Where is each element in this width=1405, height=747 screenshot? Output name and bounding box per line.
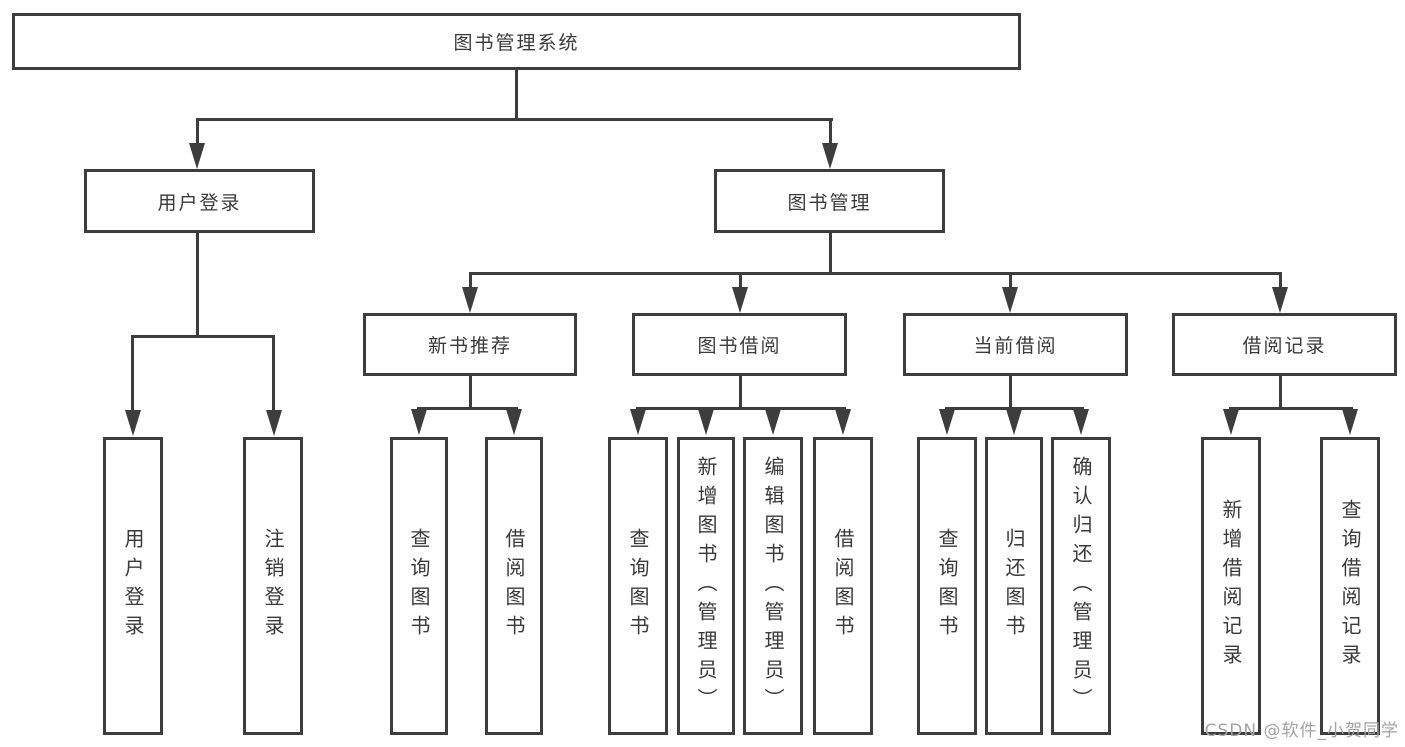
arrow-down-icon	[630, 409, 646, 435]
arrow-down-icon	[835, 409, 851, 435]
leaf-label: 借阅图书	[831, 528, 855, 644]
leaf-label: 确认归还（管理员）	[1069, 455, 1093, 717]
leaf-label: 用户登录	[121, 528, 145, 644]
arrow-down-icon	[506, 409, 522, 435]
connector-user-login-bar	[131, 335, 275, 338]
arrow-down-icon	[462, 287, 478, 313]
connector-current-borrow-bar	[945, 407, 1084, 410]
node-borrow-record: 借阅记录	[1172, 313, 1397, 376]
arrow-down-icon	[732, 287, 748, 313]
node-book-borrow: 图书借阅	[632, 313, 847, 376]
arrow-down-icon	[1073, 409, 1089, 435]
arrow-down-icon	[1002, 287, 1018, 313]
leaf-confirm-return-admin: 确认归还（管理员）	[1051, 437, 1111, 735]
connector-borrow-record-bar	[1229, 407, 1353, 410]
leaf-query-borrow-record: 查询借阅记录	[1320, 437, 1380, 735]
leaf-user-login: 用户登录	[103, 437, 163, 735]
connector-root-bar	[196, 118, 833, 121]
node-root-label: 图书管理系统	[453, 32, 580, 54]
leaf-label: 查询图书	[407, 528, 431, 644]
connector-new-book-bar	[417, 407, 518, 410]
leaf-label: 归还图书	[1002, 528, 1026, 644]
arrow-down-icon	[266, 410, 282, 436]
node-book-management-label: 图书管理	[787, 191, 872, 214]
leaf-label: 借阅图书	[502, 528, 526, 644]
leaf-edit-book-admin: 编辑图书（管理员）	[743, 437, 803, 735]
leaf-add-borrow-record: 新增借阅记录	[1201, 437, 1261, 735]
node-user-login: 用户登录	[84, 169, 315, 233]
node-current-borrow-label: 当前借阅	[973, 335, 1058, 357]
arrow-down-icon	[125, 410, 141, 436]
node-current-borrow: 当前借阅	[903, 313, 1128, 376]
connector-user-login-trunk	[196, 233, 199, 337]
connector-root-trunk	[515, 69, 518, 121]
connector-drop-login-leaf	[131, 335, 134, 412]
leaf-borrow-books-recommend: 借阅图书	[485, 437, 543, 735]
connector-drop-current-borrow	[1009, 272, 1012, 289]
node-book-management: 图书管理	[714, 169, 945, 233]
leaf-label: 查询图书	[935, 528, 959, 644]
connector-book-borrow-trunk	[739, 376, 742, 409]
connector-book-management-bar	[469, 272, 1282, 275]
connector-book-management-trunk	[829, 233, 832, 274]
arrow-down-icon	[411, 409, 427, 435]
arrow-down-icon	[698, 409, 714, 435]
leaf-logout: 注销登录	[243, 437, 303, 735]
node-book-borrow-label: 图书借阅	[697, 335, 782, 357]
arrow-down-icon	[1342, 409, 1358, 435]
connector-drop-borrow-record	[1279, 272, 1282, 289]
arrow-down-icon	[765, 409, 781, 435]
leaf-query-books-current: 查询图书	[917, 437, 977, 735]
leaf-label: 新增借阅记录	[1219, 499, 1243, 673]
watermark: CSDN @软件_小贺同学	[1204, 721, 1399, 741]
connector-borrow-record-trunk	[1279, 376, 1282, 409]
leaf-label: 编辑图书（管理员）	[761, 455, 785, 717]
leaf-add-book-admin: 新增图书（管理员）	[677, 437, 735, 735]
node-user-login-label: 用户登录	[157, 191, 242, 214]
leaf-borrow-books: 借阅图书	[813, 437, 873, 735]
leaf-return-books: 归还图书	[985, 437, 1043, 735]
connector-drop-user-login	[196, 118, 199, 146]
connector-drop-new-book	[469, 272, 472, 289]
arrow-down-icon	[1272, 287, 1288, 313]
leaf-label: 新增图书（管理员）	[694, 455, 718, 717]
arrow-down-icon	[822, 143, 838, 169]
node-root: 图书管理系统	[12, 13, 1021, 70]
leaf-query-books-recommend: 查询图书	[390, 437, 448, 735]
arrow-down-icon	[189, 143, 205, 169]
arrow-down-icon	[1006, 409, 1022, 435]
arrow-down-icon	[939, 409, 955, 435]
leaf-query-books-borrow: 查询图书	[608, 437, 668, 735]
connector-drop-logout-leaf	[272, 335, 275, 412]
connector-new-book-trunk	[469, 376, 472, 409]
leaf-label: 查询借阅记录	[1338, 499, 1362, 673]
leaf-label: 查询图书	[626, 528, 650, 644]
node-new-book-recommend-label: 新书推荐	[427, 335, 512, 357]
connector-book-borrow-bar	[636, 407, 846, 410]
node-borrow-record-label: 借阅记录	[1242, 335, 1327, 357]
connector-drop-book-borrow	[739, 272, 742, 289]
leaf-label: 注销登录	[261, 528, 285, 644]
connector-drop-book-management	[829, 118, 832, 146]
connector-current-borrow-trunk	[1009, 376, 1012, 409]
arrow-down-icon	[1223, 409, 1239, 435]
node-new-book-recommend: 新书推荐	[363, 313, 577, 376]
